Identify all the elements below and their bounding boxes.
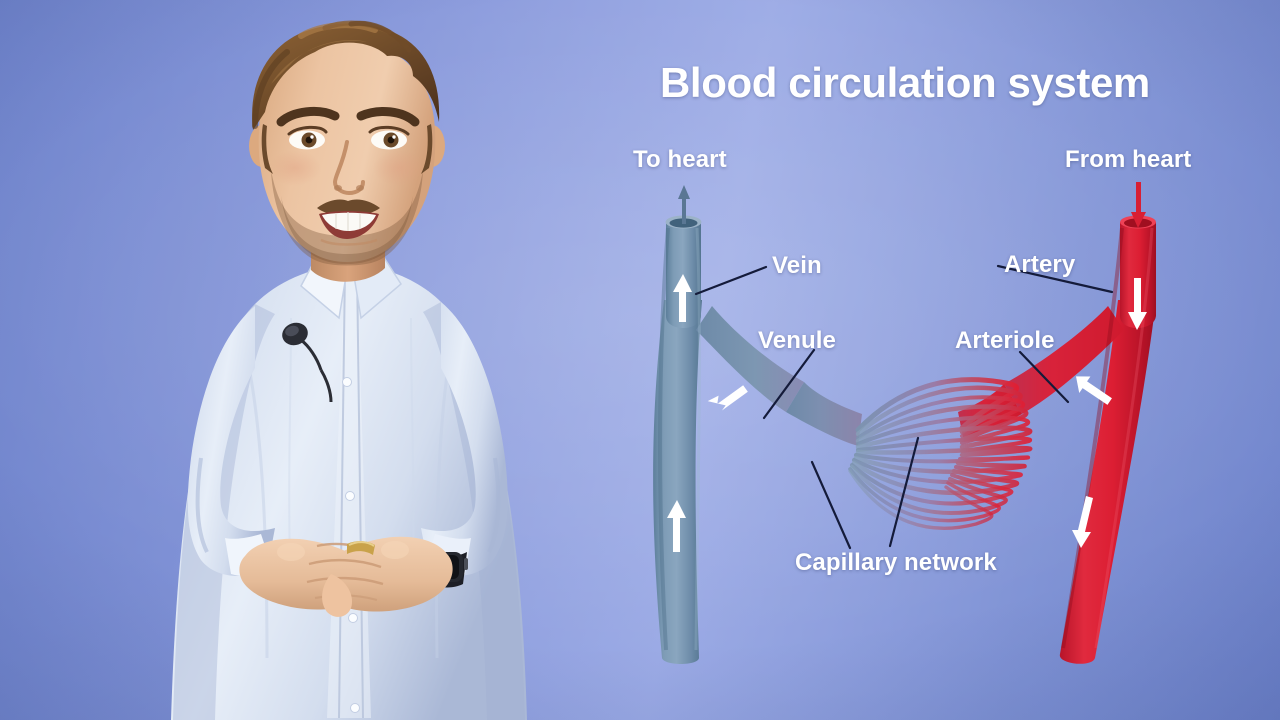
capillary-network xyxy=(848,377,1033,530)
label-vein: Vein xyxy=(772,252,822,279)
presenter-torso xyxy=(171,255,527,720)
vein-flow-arrow xyxy=(667,274,692,552)
lavalier-microphone-icon xyxy=(282,322,333,403)
presenter-hands xyxy=(239,536,453,617)
capillary-leader-line-1 xyxy=(810,460,852,550)
label-venule: Venule xyxy=(758,327,836,354)
capillary-leader-line-2 xyxy=(888,436,920,548)
label-leader-lines xyxy=(694,264,1114,550)
artery-leader-line xyxy=(996,264,1114,294)
blood-circulation-diagram: Blood circulation system To heart From h… xyxy=(600,0,1280,720)
label-capillary-network: Capillary network xyxy=(795,549,997,576)
diagram-title: Blood circulation system xyxy=(660,59,1150,106)
presenter-head xyxy=(249,20,445,266)
label-arteriole: Arteriole xyxy=(955,327,1055,354)
flow-arrows xyxy=(667,274,1147,552)
diagram-vessels xyxy=(653,182,1156,664)
venule-flow-arrow xyxy=(707,385,748,411)
vein-vessel xyxy=(653,215,862,664)
from-heart-arrow xyxy=(1131,182,1146,228)
presenter-figure xyxy=(171,20,527,720)
to-heart-arrow xyxy=(678,185,690,224)
label-to-heart: To heart xyxy=(633,146,727,173)
arteriole-flow-arrow xyxy=(1075,376,1112,405)
ring xyxy=(347,541,375,555)
vein-leader-line xyxy=(694,265,768,296)
label-artery: Artery xyxy=(1004,251,1076,278)
venule-leader-line xyxy=(762,348,816,420)
artery-flow-arrow xyxy=(1072,278,1147,548)
label-from-heart: From heart xyxy=(1065,146,1192,173)
arteriole-leader-line xyxy=(1018,350,1070,404)
